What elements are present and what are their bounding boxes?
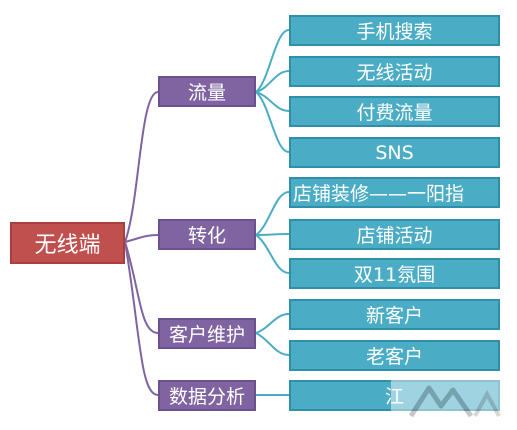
branch-node-analysis: 数据分析 [158, 380, 256, 411]
branch-node-conversion: 转化 [158, 219, 256, 250]
leaf-node: 双11氛围 [289, 258, 500, 289]
connector-conv-3 [255, 234, 290, 274]
connector-root-analysis [124, 241, 159, 396]
leaf-node: 付费流量 [289, 96, 500, 127]
leaf-node: 老客户 [289, 340, 500, 371]
connector-flow-4 [255, 91, 290, 153]
leaf-node: 新客户 [289, 299, 500, 330]
connector-flow-3 [255, 91, 290, 112]
leaf-node: 无线活动 [289, 56, 500, 87]
leaf-node: SNS [289, 137, 500, 168]
connector-conv-2 [255, 233, 290, 236]
connector-ret-1 [255, 313, 290, 334]
connector-conv-1 [255, 191, 290, 236]
connector-flow-1 [255, 29, 290, 93]
branch-node-retention: 客户维护 [158, 318, 256, 349]
branch-node-flow: 流量 [158, 76, 256, 107]
connector-root-flow [124, 91, 159, 243]
site-logo-watermark-icon [391, 376, 511, 426]
leaf-node: 手机搜索 [289, 15, 500, 46]
root-node: 无线端 [10, 222, 125, 264]
connector-flow-2 [255, 70, 290, 93]
connector-root-conversion [124, 234, 159, 243]
connector-ret-2 [255, 332, 290, 356]
connector-root-retention [124, 241, 159, 334]
leaf-node: 店铺装修——一阳指 [289, 177, 500, 208]
leaf-node: 店铺活动 [289, 219, 500, 250]
